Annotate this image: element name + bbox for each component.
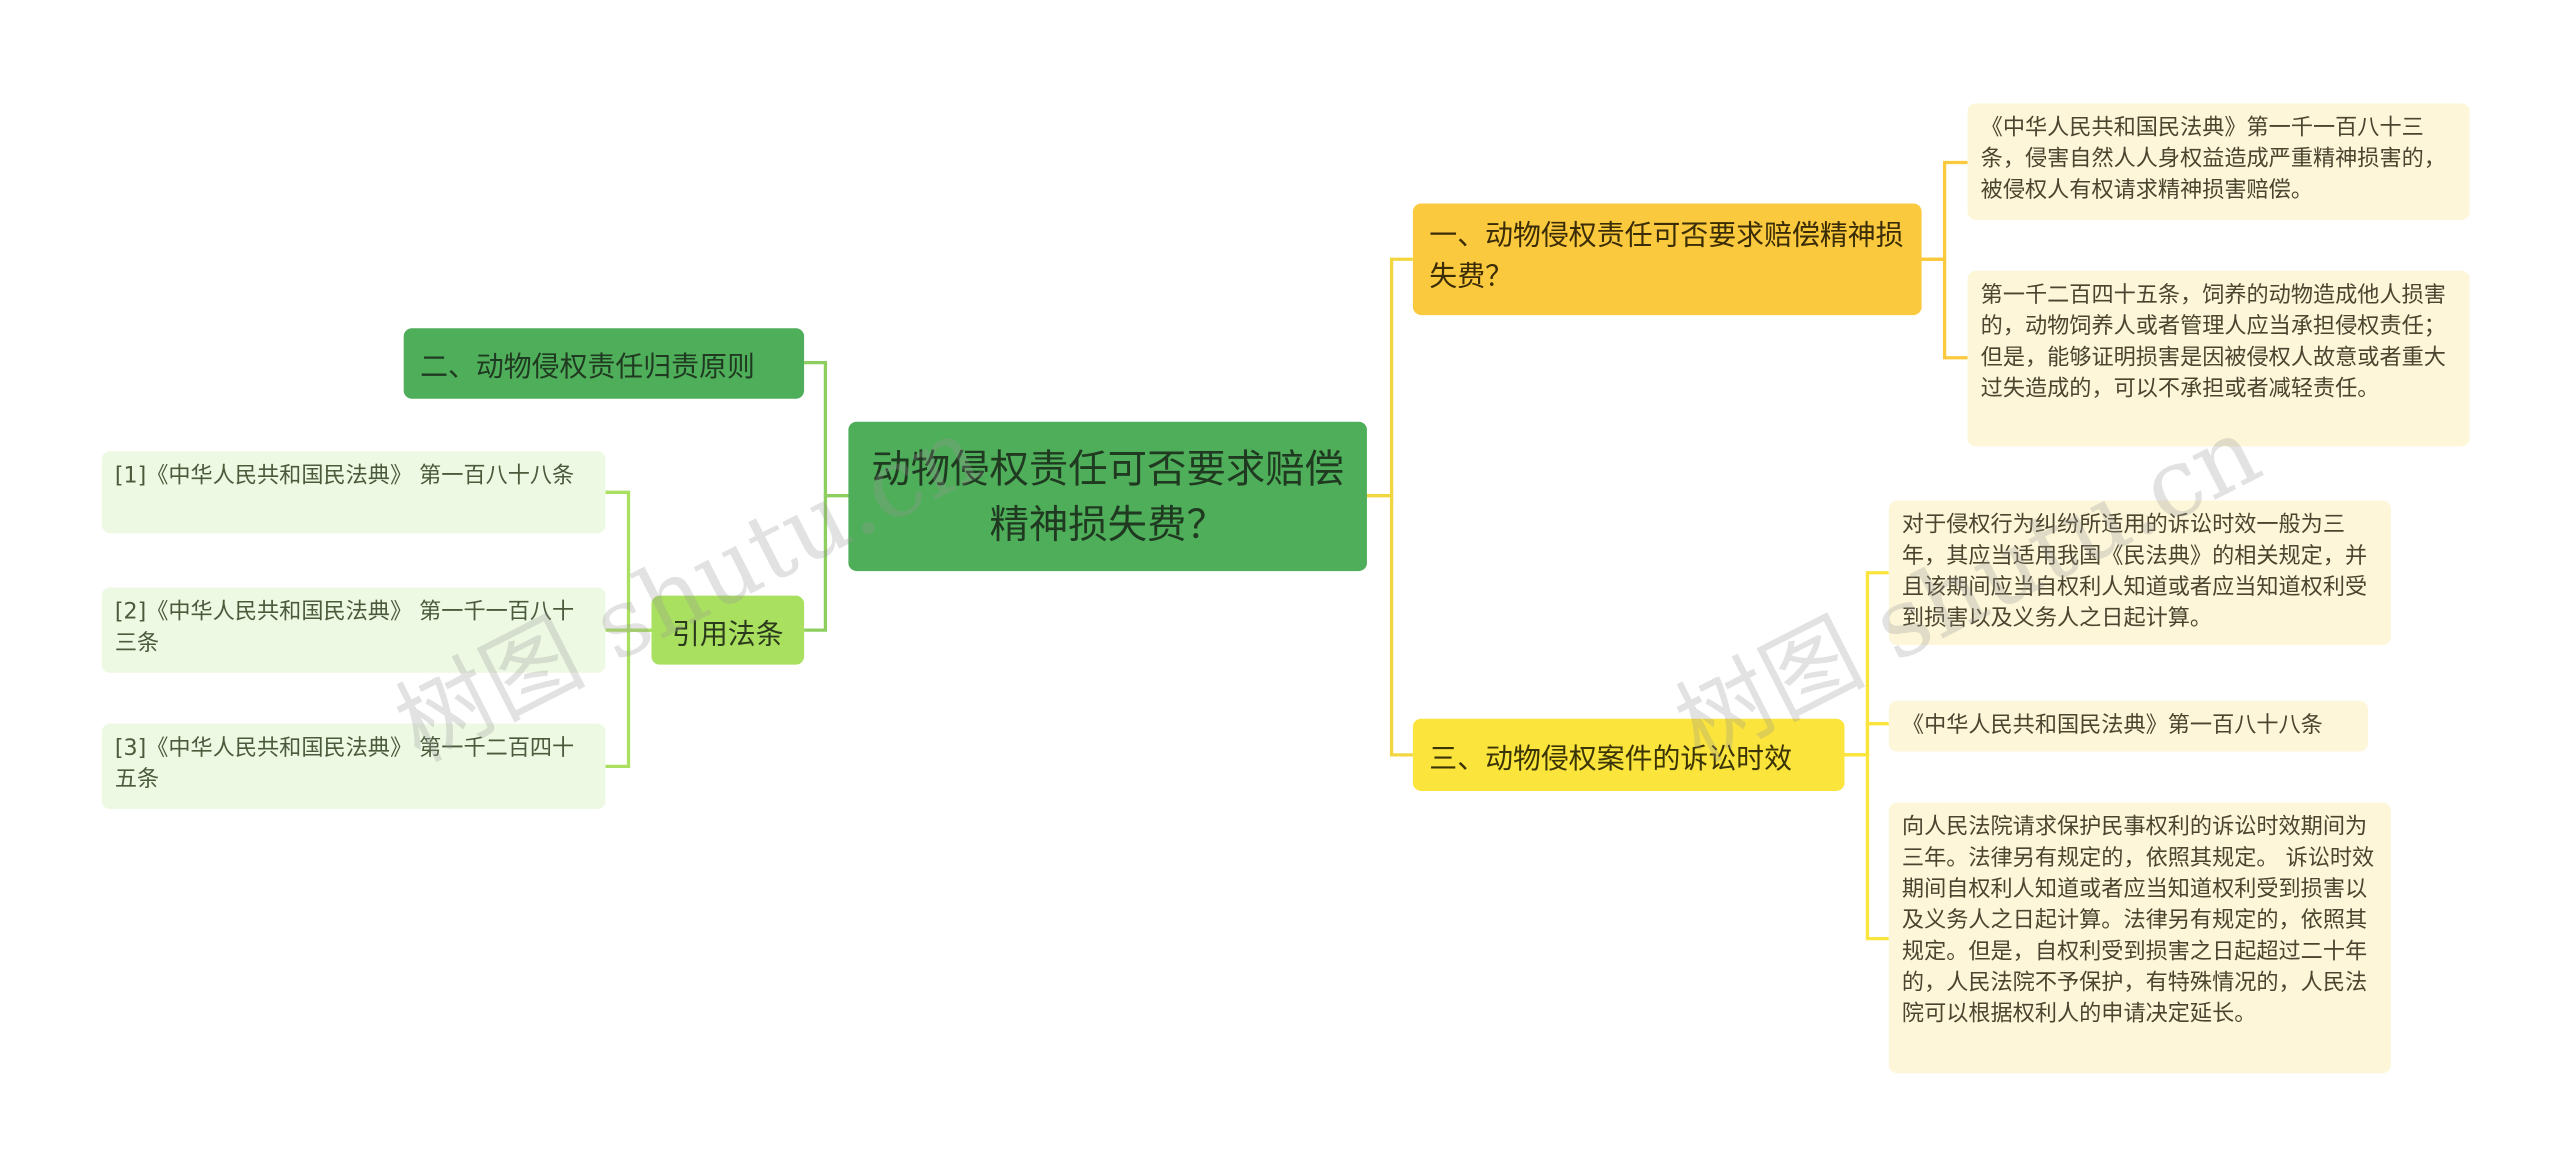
connector-root-b1 xyxy=(1366,257,1413,498)
connector-b4-leaf3 xyxy=(605,628,652,768)
leaf-article-188-text[interactable]: 向人民法院请求保护民事权利的诉讼时效期间为三年。法律另有规定的，依照其规定。 诉… xyxy=(1888,802,2391,1074)
connector-b1-leaf2 xyxy=(1921,257,1968,360)
connector-b4-leaf1 xyxy=(605,490,652,632)
connector-b3-leaf3 xyxy=(1844,753,1889,941)
leaf-limitation-general[interactable]: 对于侵权行为纠纷所适用的诉讼时效一般为三年，其应当适用我国《民法典》的相关规定，… xyxy=(1888,500,2391,645)
branch-liability-principle[interactable]: 二、动物侵权责任归责原则 xyxy=(403,328,805,399)
leaf-cited-law-3[interactable]: [3]《中华人民共和国民法典》 第一千二百四十五条 xyxy=(101,723,606,810)
leaf-cited-law-2[interactable]: [2]《中华人民共和国民法典》 第一千一百八十三条 xyxy=(101,587,606,673)
branch-cited-laws[interactable]: 引用法条 xyxy=(651,595,805,665)
connector-root-b3 xyxy=(1366,493,1413,757)
leaf-article-1245[interactable]: 第一千二百四十五条，饲养的动物造成他人损害的，动物饲养人或者管理人应当承担侵权责… xyxy=(1967,270,2470,447)
connector-b1-leaf1 xyxy=(1921,160,1968,261)
leaf-article-1183[interactable]: 《中华人民共和国民法典》第一千一百八十三条，侵害自然人人身权益造成严重精神损害的… xyxy=(1967,103,2470,220)
branch-limitation-period[interactable]: 三、动物侵权案件的诉讼时效 xyxy=(1412,718,1845,791)
connector-root-b4 xyxy=(804,493,849,632)
branch-mental-damages[interactable]: 一、动物侵权责任可否要求赔偿精神损失费？ xyxy=(1412,203,1922,316)
leaf-cited-law-1[interactable]: [1]《中华人民共和国民法典》 第一百八十八条 xyxy=(101,451,606,534)
connector-b3-leaf2 xyxy=(1844,722,1889,757)
connector-root-b2 xyxy=(804,361,849,498)
leaf-article-188[interactable]: 《中华人民共和国民法典》第一百八十八条 xyxy=(1888,700,2368,752)
root-topic[interactable]: 动物侵权责任可否要求赔偿精神损失费？ xyxy=(848,421,1367,572)
